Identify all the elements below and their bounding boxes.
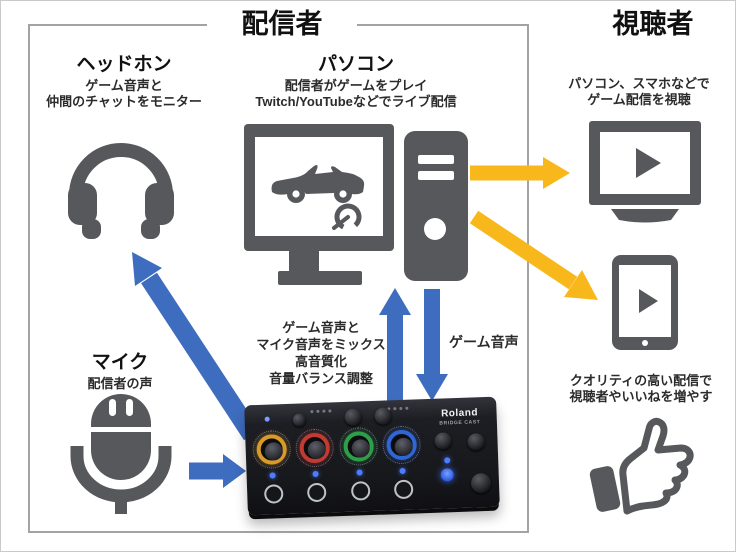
- viewer-watch-line1: パソコン、スマホなどで: [568, 76, 710, 91]
- microphone-icon: [69, 392, 173, 514]
- mic-desc: 配信者の声: [87, 376, 153, 391]
- mixer-channels: [251, 425, 426, 511]
- mixer-device: Roland BRIDGE CAST: [244, 396, 500, 516]
- broadcaster-title: 配信者: [207, 7, 357, 41]
- mixer-channel-4: [381, 425, 426, 506]
- headphones-desc: ゲーム音声と 仲間のチャットをモニター: [29, 78, 219, 110]
- mixer-channel-2: [294, 428, 339, 509]
- mixer-aux-knob: [374, 407, 392, 425]
- volume-button: [440, 468, 454, 482]
- game-audio-label: ゲーム音声: [449, 334, 519, 350]
- mixer-aux-knob: [344, 408, 362, 426]
- mixer-aux-knob: [292, 413, 306, 427]
- channel4-mute-button: [393, 479, 414, 500]
- channel1-mute-button: [263, 484, 284, 504]
- phones-knob: [470, 472, 492, 494]
- pc-desc-line1: 配信者がゲームをプレイ: [284, 78, 428, 93]
- mixer-note-line1: ゲーム音声と: [282, 320, 360, 335]
- pc-desc: 配信者がゲームをプレイ Twitch/YouTubeなどでライブ配信: [231, 78, 481, 110]
- headphones-icon: [65, 125, 177, 243]
- mixer-note-line4: 音量バランス調整: [269, 371, 373, 386]
- pc-title: パソコン: [317, 54, 394, 75]
- mixer-note-line3: 高音質化: [294, 354, 347, 369]
- viewer-watch-line2: ゲーム配信を視聴: [587, 92, 691, 107]
- mixer-right-panel: Roland BRIDGE CAST: [426, 401, 496, 505]
- channel3-mute-button: [350, 481, 371, 501]
- speedometer-icon: [332, 203, 362, 231]
- headphones-desc-line2: 仲間のチャットをモニター: [46, 94, 202, 109]
- car-icon: [271, 165, 365, 203]
- viewer-quality-line2: 視聴者やいいねを増やす: [569, 389, 713, 404]
- viewer-quality-line1: クオリティの高い配信で: [569, 373, 713, 388]
- mixer-note: ゲーム音声と マイク音声をミックス 高音質化 音量バランス調整: [231, 319, 411, 387]
- headphones-desc-line1: ゲーム音声と: [85, 78, 163, 93]
- headphones-title: ヘッドホン: [76, 54, 172, 75]
- mixer-note-line2: マイク音声をミックス: [256, 337, 386, 352]
- mixer-model-label: BRIDGE CAST: [439, 419, 481, 427]
- viewer-watch-desc: パソコン、スマホなどで ゲーム配信を視聴: [539, 76, 735, 108]
- monitor-icon: [244, 124, 394, 286]
- thumbs-up-icon: [589, 417, 701, 519]
- tablet-play-icon: [612, 255, 678, 350]
- mic-title: マイク: [91, 352, 149, 373]
- lineout-level-knob: [467, 433, 485, 451]
- mixer-brand-logo: Roland: [440, 407, 479, 420]
- pc-desc-line2: Twitch/YouTubeなどでライブ配信: [255, 94, 457, 109]
- channel2-mute-button: [307, 482, 327, 503]
- mixer-channel-1: [251, 429, 296, 511]
- stream-level-knob: [434, 432, 452, 450]
- viewer-title: 視聴者: [612, 9, 694, 39]
- mixer-channel-3: [338, 426, 383, 508]
- viewer-quality-desc: クオリティの高い配信で 視聴者やいいねを増やす: [531, 373, 735, 405]
- pc-tower-icon: [404, 131, 468, 281]
- tv-play-icon: [589, 121, 701, 223]
